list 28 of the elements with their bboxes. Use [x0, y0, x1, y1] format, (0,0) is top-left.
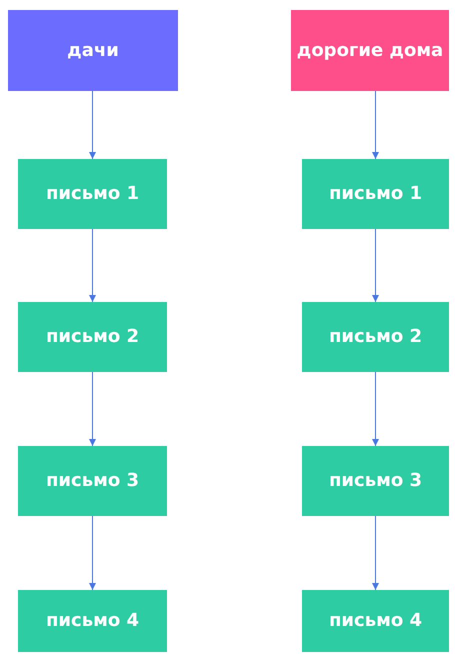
arrow [372, 90, 379, 160]
process-box [302, 302, 449, 372]
process-box [302, 159, 449, 229]
arrow [372, 516, 379, 590]
process-box [18, 159, 167, 229]
box-label: письмо 1 [329, 183, 422, 205]
box-label: дачи [67, 40, 119, 62]
header-box [8, 10, 178, 91]
process-box [302, 590, 449, 652]
process-box [18, 302, 167, 372]
box-label: письмо 3 [46, 470, 139, 492]
box-label: дорогие дома [296, 40, 444, 62]
box-label: письмо 2 [46, 326, 139, 348]
arrow [89, 228, 96, 302]
box-label: письмо 2 [329, 326, 422, 348]
box-label: письмо 1 [46, 183, 139, 205]
box-label: письмо 4 [329, 610, 422, 632]
process-box [18, 446, 167, 516]
process-box [302, 446, 449, 516]
arrow [89, 90, 96, 160]
arrow [89, 516, 96, 590]
box-label: письмо 3 [329, 470, 422, 492]
box-label: письмо 4 [46, 610, 139, 632]
header-box [291, 10, 449, 91]
process-box [18, 590, 167, 652]
arrow [372, 228, 379, 302]
arrow [372, 372, 379, 446]
arrow [89, 372, 96, 446]
